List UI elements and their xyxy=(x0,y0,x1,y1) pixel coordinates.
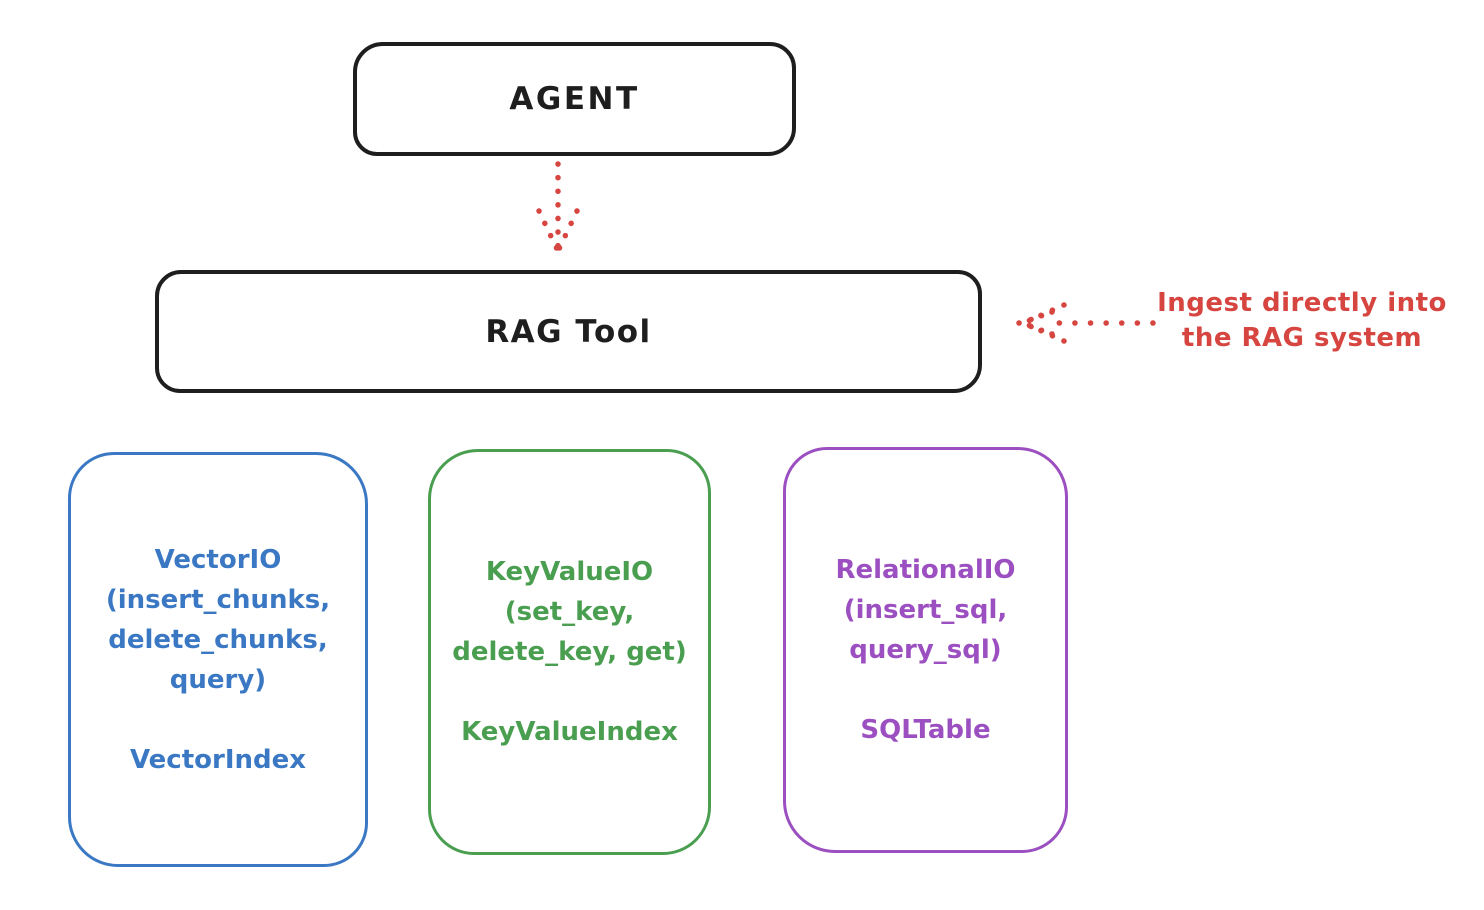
vector-io-node: VectorIO (insert_chunks, delete_chunks, … xyxy=(68,452,368,867)
io-line: (insert_sql, xyxy=(843,595,1008,625)
arrow-left-icon xyxy=(1012,296,1162,350)
agent-label: AGENT xyxy=(509,81,640,117)
io-line: query) xyxy=(169,664,267,695)
io-line: RelationalIO xyxy=(835,555,1016,585)
keyvalue-io-signature: KeyValueIO (set_key, delete_key, get) xyxy=(452,552,687,672)
io-line: query_sql) xyxy=(849,635,1002,665)
io-line: delete_key, get) xyxy=(452,637,687,667)
io-line: (set_key, xyxy=(504,597,635,627)
ingest-annotation: Ingest directly into the RAG system xyxy=(1128,286,1476,356)
agent-node: AGENT xyxy=(353,42,796,156)
vector-io-signature: VectorIO (insert_chunks, delete_chunks, … xyxy=(106,540,330,700)
sql-table-label: SQLTable xyxy=(860,715,991,745)
keyvalue-io-node: KeyValueIO (set_key, delete_key, get) Ke… xyxy=(428,449,711,855)
io-line: (insert_chunks, xyxy=(105,584,331,615)
rag-tool-label: RAG Tool xyxy=(485,313,652,350)
io-line: KeyValueIO xyxy=(485,557,654,587)
ingest-annotation-line: Ingest directly into xyxy=(1157,288,1447,318)
arrow-down-icon xyxy=(526,156,590,260)
relational-io-node: RelationalIO (insert_sql, query_sql) SQL… xyxy=(783,447,1068,853)
vector-index-label: VectorIndex xyxy=(129,744,307,775)
io-line: delete_chunks, xyxy=(108,624,328,655)
rag-tool-node: RAG Tool xyxy=(155,270,982,393)
keyvalue-index-label: KeyValueIndex xyxy=(461,717,678,747)
io-line: VectorIO xyxy=(154,544,282,575)
relational-io-signature: RelationalIO (insert_sql, query_sql) xyxy=(835,550,1015,670)
ingest-annotation-line: the RAG system xyxy=(1181,323,1423,353)
